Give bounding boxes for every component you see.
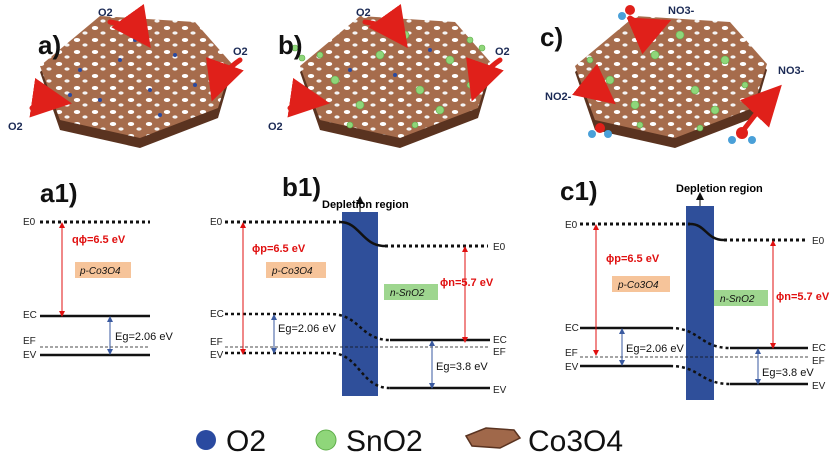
c1-ef-right: EF	[812, 356, 825, 367]
a1-ev: EV	[23, 350, 37, 361]
flake-a	[40, 16, 232, 148]
panel-a1-label: a1)	[40, 178, 78, 208]
b1-ec-left: EC	[210, 309, 224, 320]
depletion-region-b1	[342, 212, 378, 396]
legend-o2: O2	[226, 425, 266, 458]
adsorption-arrows	[29, 3, 782, 131]
a1-e0: E0	[23, 217, 36, 228]
c1-ec-left: EC	[565, 323, 579, 334]
panel-a-label: a)	[38, 30, 61, 60]
b1-ef-left: EF	[210, 337, 223, 348]
legend: O2 SnO2 Co3O4	[196, 425, 623, 458]
b1-n-material: n-SnO2	[390, 288, 425, 299]
a1-eg: Eg=2.06 eV	[115, 331, 173, 343]
band-diagram-b1: Depletion region E0 EC EF EV E0 EC EF EV…	[210, 196, 507, 396]
c1-ev-right: EV	[812, 381, 826, 392]
sno2-legend-icon	[315, 429, 337, 451]
o2-label-a-left: O2	[8, 121, 23, 133]
c1-p-material: p-Co3O4	[617, 280, 659, 291]
b1-ef-right: EF	[493, 347, 506, 358]
p-type-box-b1	[266, 262, 326, 278]
a1-material: p-Co3O4	[79, 266, 121, 277]
p-type-box-a1	[75, 262, 131, 278]
c1-ev-left: EV	[565, 362, 579, 373]
b1-eg-n: Eg=3.8 eV	[436, 361, 488, 373]
c1-eg-p: Eg=2.06 eV	[626, 343, 684, 355]
a1-ef: EF	[23, 336, 36, 347]
panel-b-label: b)	[278, 30, 303, 60]
a1-phi: qϕ=6.5 eV	[72, 234, 126, 246]
b1-p-material: p-Co3O4	[271, 266, 313, 277]
o2-label-b-top: O2	[356, 7, 371, 19]
band-diagram-a1: E0 EC EF EV qϕ=6.5 eV p-Co3O4 Eg=2.06 eV	[23, 217, 173, 361]
depletion-region-c1	[686, 206, 714, 400]
legend-sno2: SnO2	[346, 425, 423, 458]
o2-label-b-left: O2	[268, 121, 283, 133]
b1-depletion-title: Depletion region	[322, 199, 409, 211]
c1-ef-left: EF	[565, 348, 578, 359]
no3-label-top: NO3-	[668, 5, 695, 17]
c1-phi-p: ϕp=6.5 eV	[606, 253, 660, 265]
c1-e0-left: E0	[565, 220, 578, 231]
panel-c-label: c)	[540, 22, 563, 52]
n-type-box-c1	[714, 290, 768, 306]
c1-ec-right: EC	[812, 343, 826, 354]
b1-ev-left: EV	[210, 350, 224, 361]
legend-co3o4: Co3O4	[528, 425, 623, 458]
flake-c	[575, 16, 767, 148]
o2-label-a-right: O2	[233, 46, 248, 58]
band-diagram-c1: Depletion region E0 EC EF EV E0 EC EF EV…	[565, 183, 830, 400]
b1-ec-right: EC	[493, 335, 507, 346]
c1-eg-n: Eg=3.8 eV	[762, 367, 814, 379]
flake-b	[291, 16, 492, 148]
co3o4-legend-icon	[464, 427, 522, 449]
panel-c1-label: c1)	[560, 176, 598, 206]
p-type-box-c1	[612, 276, 670, 292]
no3-molecule-icon	[618, 5, 756, 144]
b1-e0-left: E0	[210, 217, 223, 228]
o2-legend-icon	[196, 430, 216, 450]
no3-label-right: NO3-	[778, 65, 805, 77]
o2-label-a-top: O2	[98, 7, 113, 19]
b1-phi-n: ϕn=5.7 eV	[440, 277, 494, 289]
b1-eg-p: Eg=2.06 eV	[278, 323, 336, 335]
a1-ec: EC	[23, 310, 37, 321]
c1-e0-right: E0	[812, 236, 825, 247]
c1-depletion-title: Depletion region	[676, 183, 763, 195]
c1-phi-n: ϕn=5.7 eV	[776, 291, 830, 303]
b1-ev-right: EV	[493, 385, 507, 396]
o2-label-b-right: O2	[495, 46, 510, 58]
no2-label: NO2-	[545, 91, 572, 103]
gas-labels: O2 O2 O2 O2 O2 O2 NO2- NO3- NO3-	[8, 5, 805, 144]
panel-b1-label: b1)	[282, 172, 321, 202]
b1-phi-p: ϕp=6.5 eV	[252, 243, 306, 255]
no2-molecule-icon	[588, 123, 612, 138]
b1-e0-right: E0	[493, 242, 506, 253]
c1-n-material: n-SnO2	[720, 294, 755, 305]
n-type-box-b1	[384, 284, 438, 300]
